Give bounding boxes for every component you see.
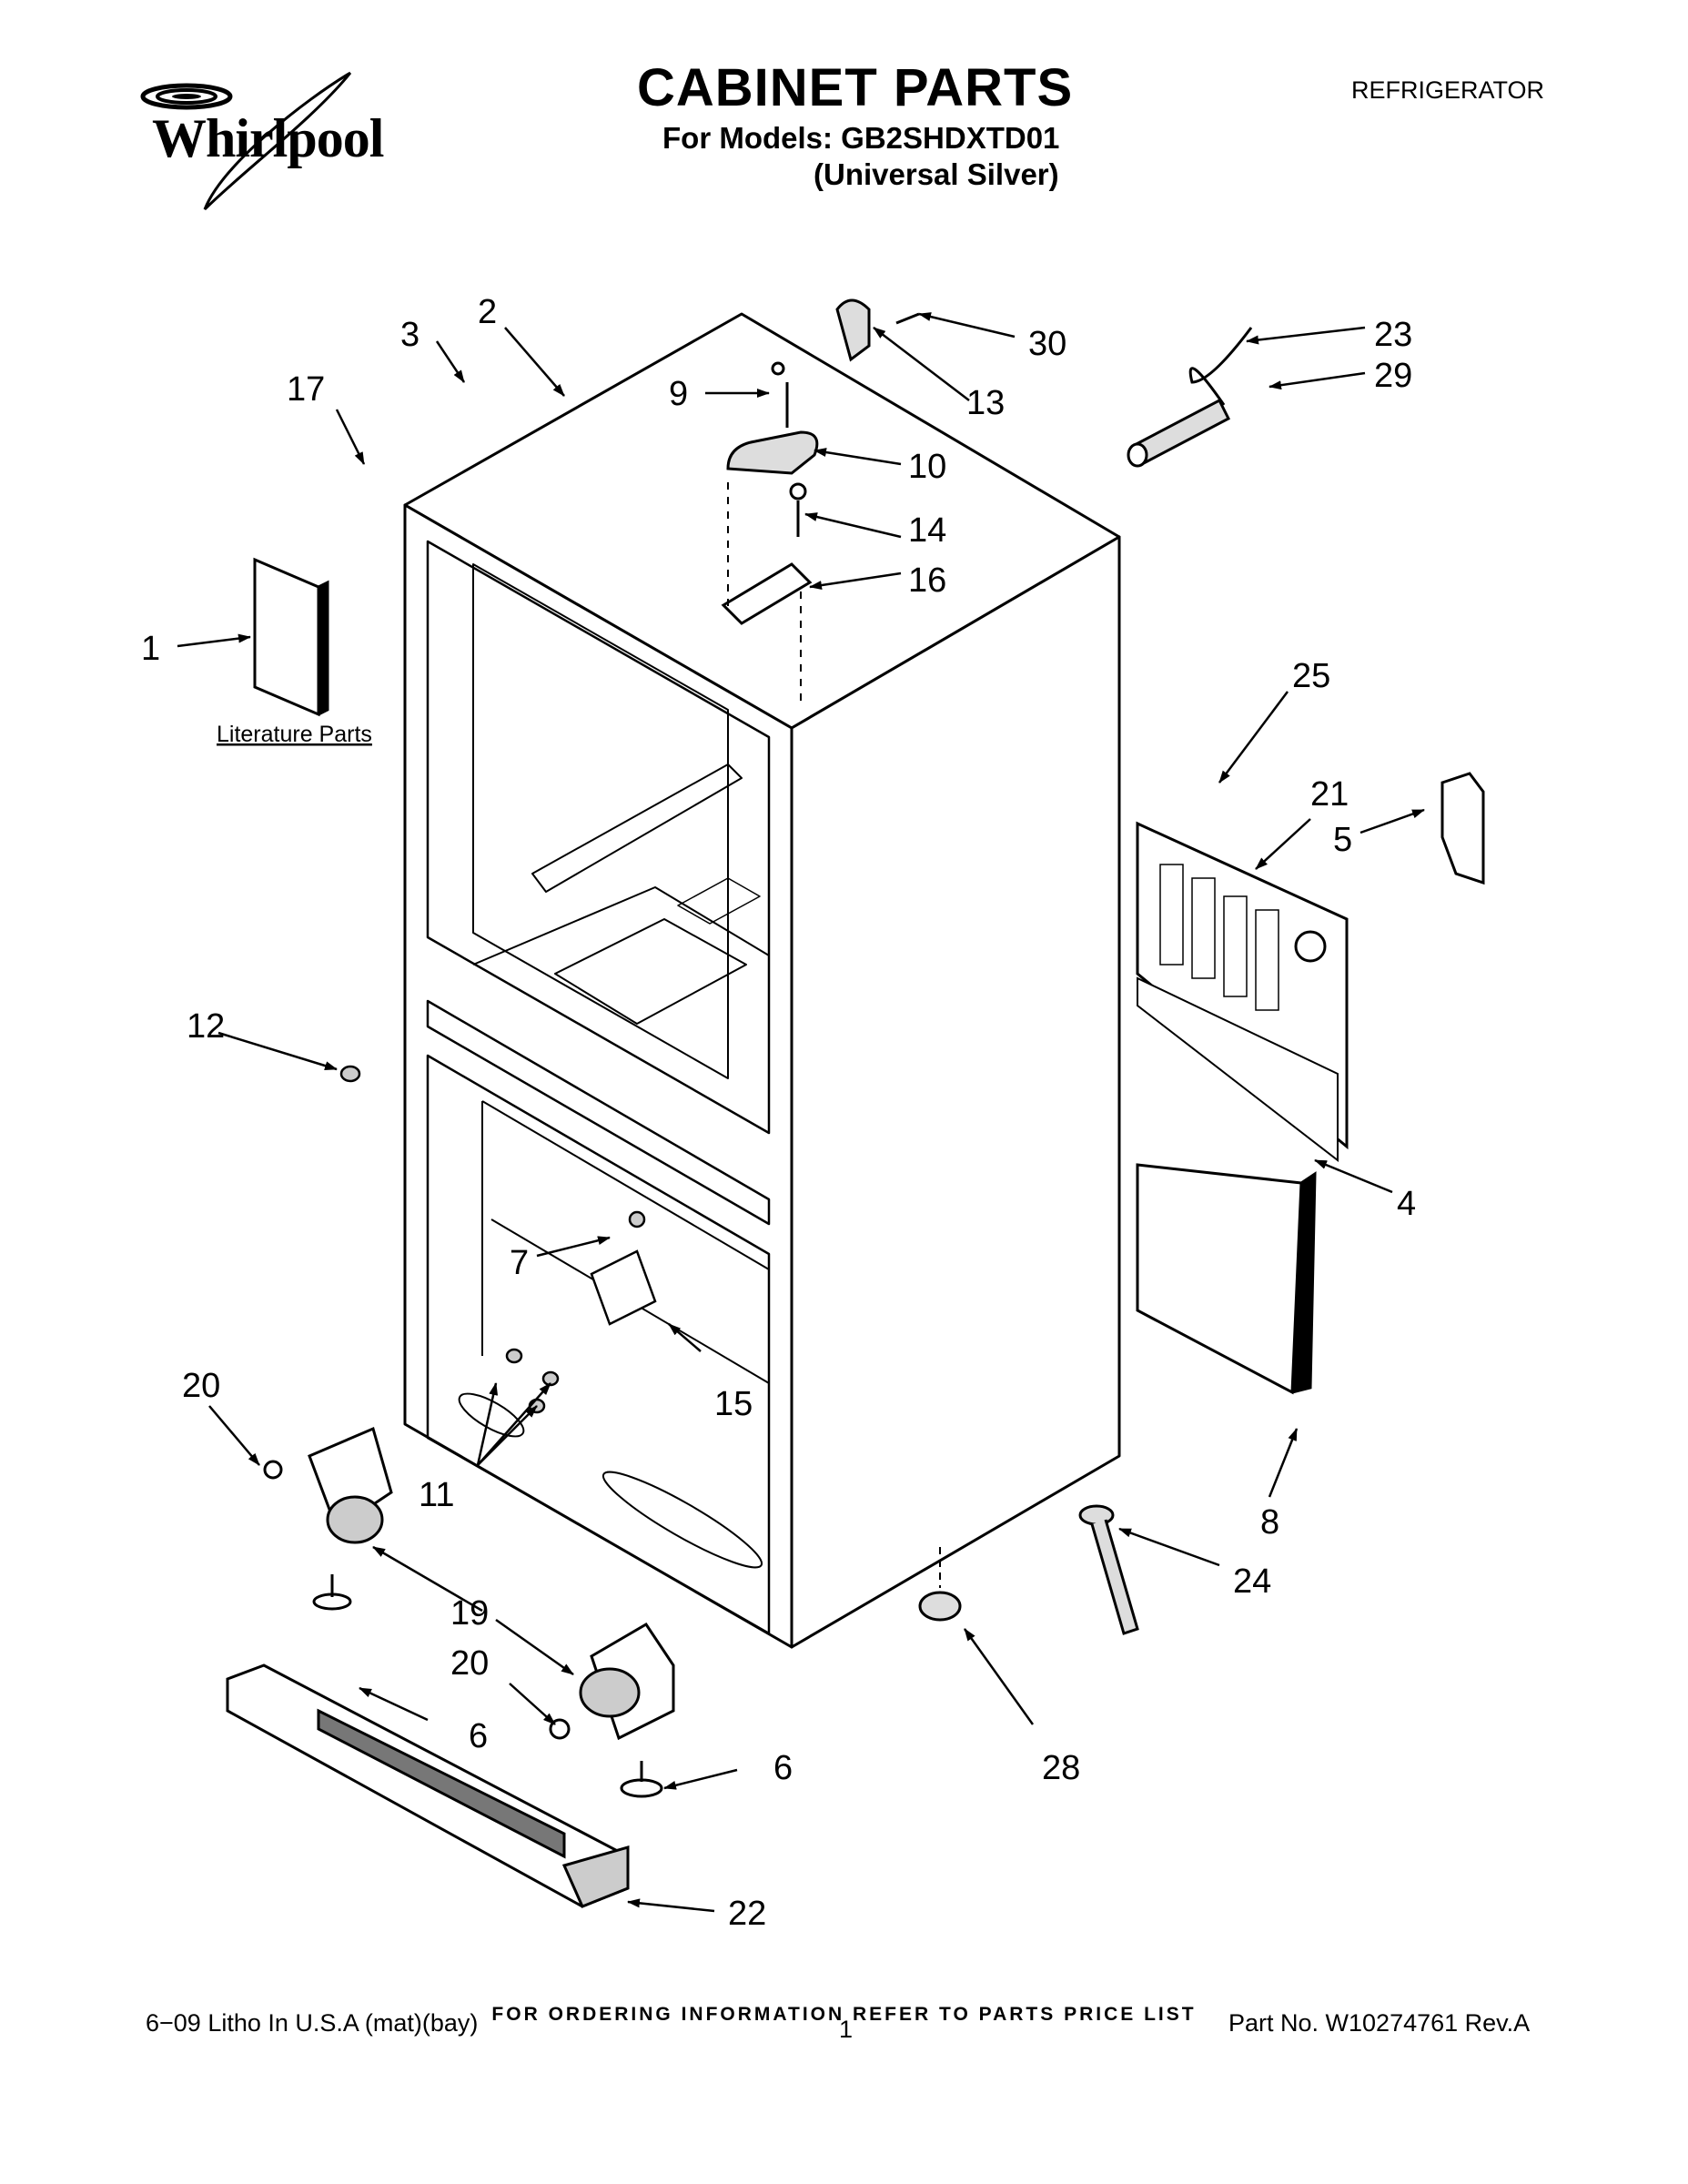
callout-16: 16: [908, 561, 946, 600]
callout-19: 19: [450, 1594, 489, 1633]
left-roller-assembly: [263, 1426, 393, 1611]
callout-7: 7: [510, 1244, 529, 1282]
part-number: Part No. W10274761 Rev.A: [1228, 2009, 1531, 2037]
side-bracket: [1440, 772, 1485, 885]
callout-20-left: 20: [182, 1367, 220, 1405]
callout-4: 4: [1397, 1185, 1416, 1223]
base-grille: [226, 1663, 630, 1908]
callout-17: 17: [287, 370, 325, 409]
callout-10: 10: [908, 448, 946, 486]
category-label: REFRIGERATOR: [1351, 76, 1545, 104]
page-title: CABINET PARTS: [637, 58, 1074, 117]
callout-25: 25: [1292, 657, 1330, 695]
callout-3: 3: [400, 316, 419, 354]
brand-name: Whirlpool: [152, 108, 384, 168]
whirlpool-logo: Whirlpool: [123, 64, 396, 218]
callout-2: 2: [478, 293, 497, 331]
leader-arrows: [177, 312, 1425, 1913]
literature-parts-label: Literature Parts: [217, 722, 372, 747]
callout-20-right: 20: [450, 1644, 489, 1683]
callout-11: 11: [419, 1476, 454, 1514]
callout-23: 23: [1374, 316, 1412, 354]
callout-8: 8: [1260, 1503, 1279, 1542]
rear-access-panel: [1136, 821, 1349, 1163]
variant-line: (Universal Silver): [814, 157, 1059, 191]
top-hinge-assembly: [721, 361, 819, 701]
callout-9: 9: [669, 375, 688, 413]
callout-6-left: 6: [469, 1717, 488, 1755]
leveling-wrench: [1078, 1504, 1139, 1635]
callout-1: 1: [141, 630, 160, 668]
litho-info: 6−09 Litho In U.S.A (mat)(bay): [146, 2009, 479, 2037]
hinge-cap-and-tube: [835, 298, 1253, 468]
lower-panel: [1136, 1163, 1317, 1395]
callout-21: 21: [1310, 775, 1349, 814]
callout-28: 28: [1042, 1749, 1080, 1787]
callout-15: 15: [714, 1385, 753, 1423]
callout-12: 12: [187, 1007, 225, 1046]
whirlpool-swirl-icon: [140, 71, 352, 211]
models-line: For Models: GB2SHDXTD01: [662, 121, 1060, 155]
literature-booklet: [253, 557, 329, 717]
right-roller-assembly: [549, 1622, 675, 1798]
callout-30: 30: [1028, 325, 1066, 363]
ordering-note: FOR ORDERING INFORMATION REFER TO PARTS …: [491, 2004, 1197, 2025]
callout-22: 22: [728, 1895, 766, 1933]
callout-labels: 1 2 3 4 5 6 6 7 8 9 10 11 12 13 14 15 16…: [141, 293, 1416, 1933]
callout-29: 29: [1374, 357, 1412, 395]
page-number: 1: [839, 2016, 854, 2043]
callout-6-right: 6: [773, 1749, 793, 1787]
callout-13: 13: [966, 384, 1005, 422]
cabinet-body: [403, 312, 1121, 1649]
leveling-pad: [918, 1547, 962, 1622]
callout-14: 14: [908, 511, 946, 550]
callout-24: 24: [1233, 1562, 1271, 1601]
callout-5: 5: [1333, 821, 1352, 859]
